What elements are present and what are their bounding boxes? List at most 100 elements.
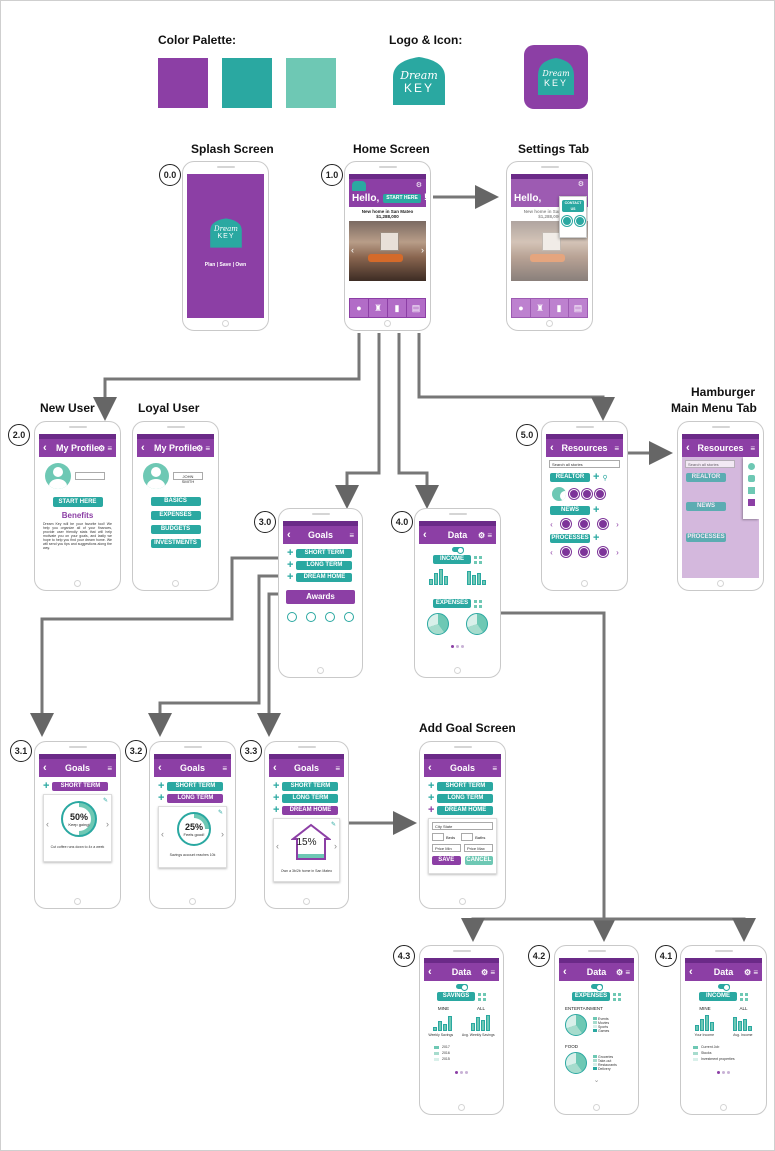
add-short-term-button[interactable]: SHORT TERM <box>437 782 494 791</box>
chevron-left-icon[interactable]: ‹ <box>351 245 354 255</box>
plus-icon[interactable]: + <box>593 532 600 544</box>
expenses-toggle[interactable] <box>590 984 603 991</box>
income-menu-icon[interactable]: ⚙ ≡ <box>743 967 758 977</box>
plus-icon[interactable]: + <box>43 780 50 792</box>
grid-icon[interactable] <box>474 599 482 608</box>
savings-button[interactable]: SAVINGS <box>437 992 475 1001</box>
add-menu-icon[interactable]: ≡ <box>492 763 497 773</box>
settings-gear-icon[interactable]: ⚙ <box>577 181 584 188</box>
tab-profile-icon[interactable]: ● <box>350 299 368 317</box>
dream-short-term-button[interactable]: SHORT TERM <box>282 782 339 791</box>
dream-back-icon[interactable]: ‹ <box>273 762 277 774</box>
plus-icon[interactable]: + <box>428 780 435 792</box>
settings-tab-profile-icon[interactable]: ● <box>512 299 530 317</box>
chevron-right-icon[interactable]: › <box>616 547 619 557</box>
side-chart-icon[interactable] <box>747 487 755 494</box>
mail-icon[interactable] <box>595 489 605 499</box>
goals-short-term-button[interactable]: SHORT TERM <box>296 549 353 558</box>
search-icon[interactable]: ⚲ <box>602 474 608 482</box>
long-menu-icon[interactable]: ≡ <box>222 763 227 773</box>
goals-menu-icon[interactable]: ≡ <box>349 530 354 540</box>
resources-news-button[interactable]: NEWS <box>550 506 590 515</box>
profile-menu-expenses[interactable]: EXPENSES <box>150 511 201 520</box>
goals-back-icon[interactable]: ‹ <box>287 529 291 541</box>
phone-icon[interactable] <box>574 216 585 226</box>
dream-menu-icon[interactable]: ≡ <box>335 763 340 773</box>
chevron-left-icon[interactable]: ‹ <box>550 519 553 529</box>
income-back-icon[interactable]: ‹ <box>689 966 693 978</box>
goals-dream-home-button[interactable]: DREAM HOME <box>296 573 353 582</box>
expenses-back-icon[interactable]: ‹ <box>563 966 567 978</box>
trophy-icon[interactable] <box>287 612 298 622</box>
chevron-right-icon[interactable]: › <box>616 519 619 529</box>
news-item-icon[interactable] <box>579 519 590 529</box>
loyal-menu-icon[interactable]: ⚙ ≡ <box>195 443 210 453</box>
chevron-left-icon[interactable]: ‹ <box>276 841 279 851</box>
add-back-icon[interactable]: ‹ <box>428 762 432 774</box>
side-profile-icon[interactable] <box>747 463 755 470</box>
trophy-icon[interactable] <box>324 612 335 622</box>
plus-icon[interactable]: + <box>287 571 294 583</box>
edit-icon[interactable]: ✎ <box>102 798 108 804</box>
grid-icon[interactable] <box>478 992 486 1001</box>
plus-icon[interactable]: + <box>158 780 165 792</box>
resources-menu-icon[interactable]: ≡ <box>614 443 619 453</box>
trophy-icon[interactable] <box>343 612 354 622</box>
phone-icon[interactable] <box>582 489 592 499</box>
loyal-user-avatar[interactable] <box>143 463 169 489</box>
plus-icon[interactable]: + <box>593 471 600 483</box>
chevron-left-icon[interactable]: ‹ <box>46 819 49 829</box>
plus-icon[interactable]: + <box>287 547 294 559</box>
plus-icon[interactable]: + <box>428 792 435 804</box>
profile-menu-budgets[interactable]: BUDGETS <box>150 525 201 534</box>
message-icon[interactable] <box>561 216 572 226</box>
back-arrow-icon[interactable]: ‹ <box>43 442 47 454</box>
new-user-name-input[interactable] <box>75 472 105 480</box>
contact-us-button[interactable]: CONTACT US <box>562 200 584 212</box>
news-item-icon[interactable] <box>561 519 572 529</box>
settings-tab-trophy-icon[interactable]: ♜ <box>531 299 549 317</box>
expenses-menu-icon[interactable]: ⚙ ≡ <box>615 967 630 977</box>
resources-back-icon[interactable]: ‹ <box>550 442 554 454</box>
resources-realtor-button[interactable]: REALTOR <box>550 473 590 482</box>
process-item-icon[interactable] <box>579 547 590 557</box>
settings-tab-book-icon[interactable]: ▤ <box>569 299 587 317</box>
long-short-term-button[interactable]: SHORT TERM <box>167 782 224 791</box>
short-term-tab[interactable]: SHORT TERM <box>52 782 109 791</box>
savings-toggle[interactable] <box>455 984 468 991</box>
goals-long-term-button[interactable]: LONG TERM <box>296 561 353 570</box>
city-state-input[interactable]: City State <box>432 822 493 830</box>
chevron-left-icon[interactable]: ‹ <box>550 547 553 557</box>
data-back-icon[interactable]: ‹ <box>423 529 427 541</box>
process-item-icon[interactable] <box>561 547 572 557</box>
dream-long-term-button[interactable]: LONG TERM <box>282 794 339 803</box>
loyal-back-arrow-icon[interactable]: ‹ <box>141 442 145 454</box>
plus-icon[interactable]: + <box>287 559 294 571</box>
price-max-input[interactable]: Price Max <box>464 844 493 852</box>
resources-search-input[interactable]: Search all stories <box>549 460 620 468</box>
baths-input[interactable] <box>461 833 474 841</box>
plus-icon[interactable]: + <box>158 792 165 804</box>
grid-icon[interactable] <box>740 992 748 1001</box>
realtor-avatar[interactable] <box>552 487 566 501</box>
profile-menu-investments[interactable]: INVESTMENTS <box>150 539 201 548</box>
tab-trophy-icon[interactable]: ♜ <box>369 299 387 317</box>
data-menu-icon[interactable]: ⚙ ≡ <box>477 530 492 540</box>
income-toggle[interactable] <box>717 984 730 991</box>
home-start-here-button[interactable]: START HERE <box>383 194 421 203</box>
home-listing-photo[interactable]: ‹ › <box>349 221 426 281</box>
save-button[interactable]: SAVE <box>432 856 461 865</box>
plus-icon[interactable]: + <box>593 504 600 516</box>
long-term-tab[interactable]: LONG TERM <box>167 794 224 803</box>
menu-icon[interactable]: ⚙ ≡ <box>97 443 112 453</box>
plus-icon[interactable]: + <box>273 792 280 804</box>
resources-processes-button[interactable]: PROCESSES <box>550 534 590 543</box>
chevron-right-icon[interactable]: › <box>334 841 337 851</box>
long-back-icon[interactable]: ‹ <box>158 762 162 774</box>
savings-menu-icon[interactable]: ⚙ ≡ <box>480 967 495 977</box>
grid-icon[interactable] <box>613 992 621 1001</box>
short-back-icon[interactable]: ‹ <box>43 762 47 774</box>
process-item-icon[interactable] <box>597 547 608 557</box>
edit-icon[interactable]: ✎ <box>217 810 223 816</box>
trophy-icon[interactable] <box>306 612 317 622</box>
